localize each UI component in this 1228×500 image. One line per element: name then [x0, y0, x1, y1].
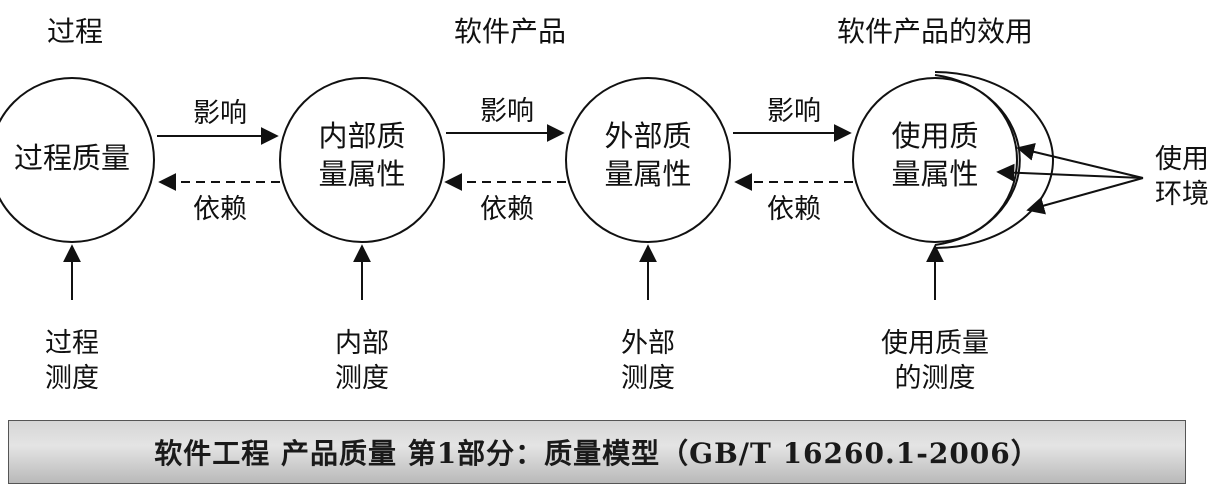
- influence-label-3: 影响: [767, 96, 821, 127]
- node-process-quality: 过程质量: [13, 141, 130, 175]
- depend-label-2: 依赖: [480, 194, 534, 225]
- measure-use: 使用质量 的测度: [881, 328, 989, 395]
- process-quality-circle: [0, 77, 155, 243]
- measure-internal: 内部 测度: [335, 328, 389, 395]
- influence-label-2: 影响: [480, 96, 534, 127]
- depend-label-1: 依赖: [193, 194, 247, 225]
- depend-label-3: 依赖: [767, 194, 821, 225]
- measure-external: 外部 测度: [621, 328, 675, 395]
- header-process: 过程: [46, 15, 103, 48]
- influence-label-1: 影响: [193, 98, 247, 129]
- header-product: 软件产品: [453, 15, 566, 48]
- external-quality-circle: [565, 77, 731, 243]
- footer-caption: 软件工程 产品质量 第1部分：质量模型（GB/T 16260.1-2006）: [154, 437, 1040, 470]
- measure-process: 过程 测度: [45, 328, 99, 395]
- footer-caption-bar: 软件工程 产品质量 第1部分：质量模型（GB/T 16260.1-2006）: [8, 420, 1186, 484]
- environment-arrow-1: [1016, 143, 1144, 179]
- use-quality-back-arc-3: [934, 71, 1054, 249]
- node-external-quality: 外部质 量属性: [604, 119, 692, 191]
- environment-arrow-3: [1026, 177, 1144, 215]
- environment-arrow-2: [996, 163, 1144, 182]
- node-internal-quality: 内部质 量属性: [318, 119, 406, 191]
- node-use-quality: 使用质 量属性: [891, 119, 979, 191]
- header-effect: 软件产品的效用: [836, 15, 1033, 48]
- internal-quality-circle: [279, 77, 445, 243]
- environment-label: 使用 环境: [1155, 144, 1209, 211]
